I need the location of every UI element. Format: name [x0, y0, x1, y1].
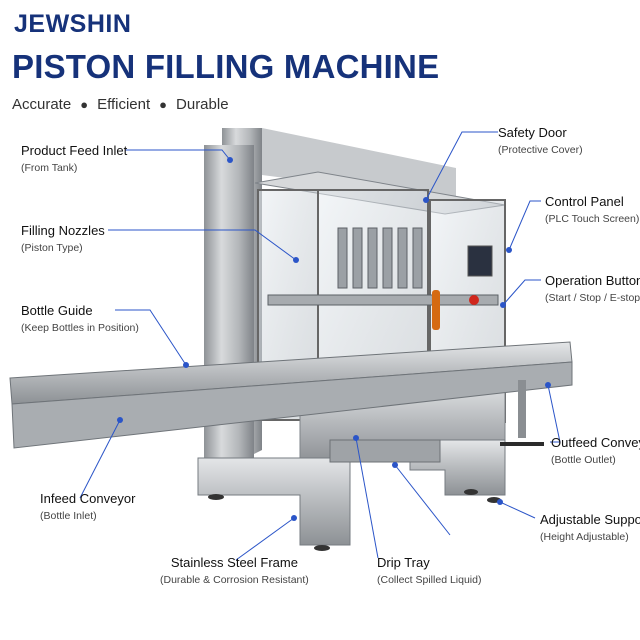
brand-logo: JEWSHIN [14, 10, 132, 38]
foot [314, 545, 330, 551]
callout-label: Product Feed Inlet [21, 143, 128, 158]
foot [464, 489, 478, 495]
callout-label: Outfeed Conveyor [551, 435, 640, 450]
callout-label: Adjustable Support [540, 512, 640, 527]
callout-sub: (Collect Spilled Liquid) [377, 574, 482, 586]
callout-sub: (Durable & Corrosion Resistant) [160, 574, 309, 586]
outfeed-leg [518, 380, 526, 438]
nozzle-bar [267, 294, 499, 306]
bullet-icon: ● [159, 97, 168, 112]
bullet-icon: ● [80, 97, 89, 112]
callout-sub: (Start / Stop / E-stop) [545, 292, 640, 304]
callout-control-panel: Control Panel (PLC Touch Screen) [545, 194, 639, 226]
callout-adjustable-support: Adjustable Support (Height Adjustable) [540, 512, 640, 544]
rear-upper-panel [262, 128, 456, 200]
callout-bottle-guide: Bottle Guide (Keep Bottles in Position) [21, 303, 139, 335]
plc-screen [467, 245, 493, 277]
foot [208, 494, 224, 500]
callout-stainless-frame: Stainless Steel Frame (Durable & Corrosi… [160, 555, 309, 587]
callout-drip-tray: Drip Tray (Collect Spilled Liquid) [377, 555, 481, 587]
callout-product-feed-inlet: Product Feed Inlet (From Tank) [21, 143, 127, 175]
estop-button [469, 295, 479, 305]
callout-sub: (Piston Type) [21, 242, 83, 254]
callout-outfeed-conveyor: Outfeed Conveyor (Bottle Outlet) [551, 435, 640, 467]
conveyor-body [11, 361, 573, 449]
tagline-efficient: Efficient [97, 96, 151, 113]
callout-sub: (Height Adjustable) [540, 531, 629, 543]
callout-infeed-conveyor: Infeed Conveyor (Bottle Inlet) [40, 491, 135, 523]
callout-sub: (Keep Bottles in Position) [21, 322, 139, 334]
callout-sub: (PLC Touch Screen) [545, 213, 640, 225]
callout-label: Control Panel [545, 194, 624, 209]
door-handle [432, 290, 440, 330]
tagline: Accurate ● Efficient ● Durable [12, 96, 229, 113]
drip-tray [329, 439, 441, 463]
callout-label: Drip Tray [377, 555, 430, 570]
tagline-durable: Durable [176, 96, 229, 113]
tagline-accurate: Accurate [12, 96, 72, 113]
callout-sub: (Bottle Inlet) [40, 510, 97, 522]
callout-sub: (Bottle Outlet) [551, 454, 616, 466]
callout-safety-door: Safety Door (Protective Cover) [498, 125, 583, 157]
callout-label: Filling Nozzles [21, 223, 105, 238]
callout-label: Infeed Conveyor [40, 491, 136, 506]
leader-lines [79, 131, 561, 561]
callout-label: Safety Door [498, 125, 567, 140]
callout-operation-buttons: Operation Buttons (Start / Stop / E-stop… [545, 273, 640, 305]
callout-sub: (Protective Cover) [498, 144, 583, 156]
nozzle-array [337, 227, 423, 289]
leader-dots [117, 157, 551, 521]
callout-sub: (From Tank) [21, 162, 78, 174]
callout-label: Bottle Guide [21, 303, 93, 318]
callout-label: Stainless Steel Frame [170, 555, 298, 570]
callout-filling-nozzles: Filling Nozzles (Piston Type) [21, 223, 105, 255]
callout-label: Operation Buttons [545, 273, 640, 288]
page-title: PISTON FILLING MACHINE [12, 48, 440, 85]
